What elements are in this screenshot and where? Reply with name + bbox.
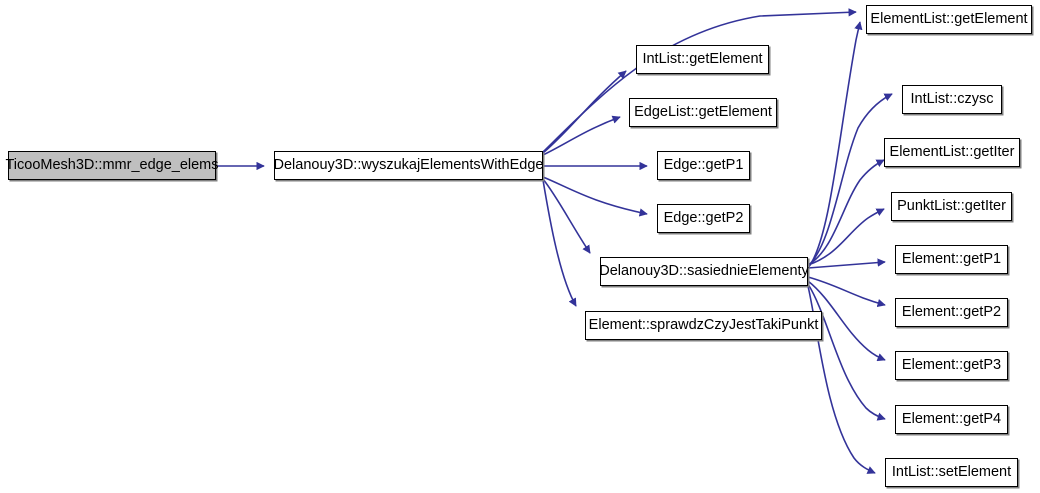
graph-node-label: ElementList::getElement (870, 11, 1028, 28)
graph-node-label: IntList::czysc (910, 91, 994, 108)
graph-node-element-sprawdzczyjesttakipunkt[interactable]: Element::sprawdzCzyJestTakiPunkt (585, 311, 822, 340)
graph-node-label: TicooMesh3D::mmr_edge_elems (5, 157, 219, 174)
graph-node-elementlist-getiter[interactable]: ElementList::getIter (884, 138, 1020, 167)
graph-node-edgelist-getelement[interactable]: EdgeList::getElement (629, 98, 777, 127)
graph-node-label: Element::getP4 (901, 411, 1002, 428)
graph-node-edge-getp2[interactable]: Edge::getP2 (657, 204, 750, 233)
graph-node-intlist-getelement[interactable]: IntList::getElement (636, 45, 769, 74)
graph-node-element-getp4[interactable]: Element::getP4 (895, 405, 1008, 434)
graph-edge-n6-to-n15 (807, 283, 886, 421)
graph-edge-n1-to-n6 (542, 178, 591, 254)
graph-node-label: Delanouy3D::wyszukajElementsWithEdge (273, 157, 544, 174)
graph-node-label: ElementList::getIter (889, 144, 1015, 161)
graph-node-label: Element::sprawdzCzyJestTakiPunkt (588, 317, 819, 334)
graph-edge-n6-to-n12 (807, 258, 886, 269)
graph-node-element-getp2[interactable]: Element::getP2 (895, 298, 1008, 327)
graph-node-label: IntList::getElement (642, 51, 763, 68)
graph-node-ticoomesh3d-mmr-edge-elems[interactable]: TicooMesh3D::mmr_edge_elems (5, 151, 219, 180)
graph-node-delanouy3d-wyszukajelementswithedge[interactable]: Delanouy3D::wyszukajElementsWithEdge (274, 151, 544, 180)
graph-edge-n1-to-n3 (542, 115, 621, 156)
graph-edge-n6-to-n13 (807, 276, 886, 308)
graph-edge-n6-to-n8 (807, 21, 863, 269)
graph-node-element-getp1[interactable]: Element::getP1 (895, 245, 1008, 274)
graph-node-label: Edge::getP1 (663, 157, 744, 174)
graph-node-label: Element::getP3 (901, 357, 1002, 374)
graph-node-intlist-setelement[interactable]: IntList::setElement (885, 458, 1018, 487)
graph-node-label: IntList::setElement (891, 464, 1012, 481)
graph-edge-n6-to-n9 (807, 93, 893, 267)
graph-node-punktlist-getiter[interactable]: PunktList::getIter (891, 192, 1012, 221)
graph-node-delanouy3d-sasiednieelementy[interactable]: Delanouy3D::sasiednieElementy (599, 257, 809, 286)
graph-node-label: Element::getP1 (901, 251, 1002, 268)
graph-node-label: PunktList::getIter (897, 198, 1006, 215)
graph-edge-n1-to-n5 (542, 176, 648, 217)
graph-node-element-getp3[interactable]: Element::getP3 (895, 351, 1008, 380)
graph-node-edge-getp1[interactable]: Edge::getP1 (657, 151, 750, 180)
graph-edge-n6-to-n11 (807, 208, 885, 266)
graph-node-intlist-czysc[interactable]: IntList::czysc (902, 85, 1002, 114)
graph-edge-n1-to-n8 (542, 8, 857, 153)
graph-edge-n6-to-n10 (807, 159, 885, 266)
graph-edge-n1-to-n7 (542, 179, 577, 307)
graph-node-label: EdgeList::getElement (634, 104, 772, 121)
graph-node-label: Element::getP2 (901, 304, 1002, 321)
graph-node-label: Delanouy3D::sasiednieElementy (599, 263, 809, 280)
graph-node-label: Edge::getP2 (663, 210, 744, 227)
graph-edge-n1-to-n2 (542, 70, 627, 154)
graph-node-elementlist-getelement[interactable]: ElementList::getElement (866, 5, 1032, 34)
